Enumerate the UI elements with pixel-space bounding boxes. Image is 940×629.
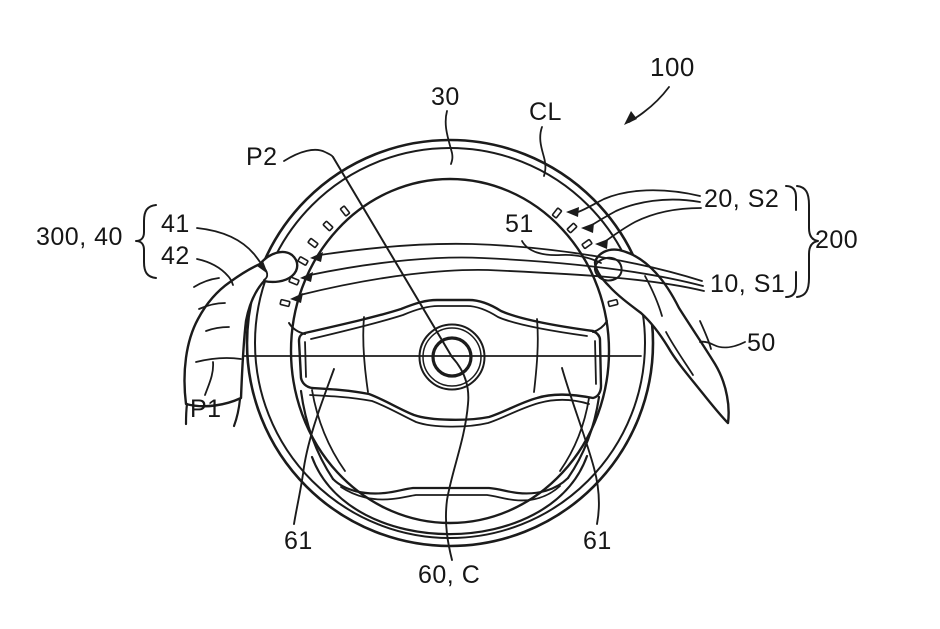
label-41: 41 (161, 210, 190, 238)
reference-lines (200, 156, 642, 561)
brace-200 (796, 185, 819, 298)
braces (135, 185, 819, 298)
label-300-40: 300, 40 (36, 223, 123, 251)
label-leaders (196, 86, 746, 396)
leader-42 (196, 258, 234, 286)
leader-60c (445, 356, 470, 561)
rim-bottom-inner-arc (310, 454, 589, 536)
arrowhead (581, 223, 594, 233)
sensor-electrodes (279, 205, 619, 308)
leader-p1 (204, 361, 215, 396)
leader-50 (699, 340, 746, 349)
leader-51 (521, 240, 602, 264)
leader-61-left (293, 368, 335, 525)
bracket-10s1 (785, 271, 797, 298)
arrowhead (310, 252, 323, 262)
label-61-right: 61 (583, 527, 612, 555)
s2-leader-lines (521, 189, 702, 264)
pad-seam-right (533, 318, 539, 393)
arrowhead (595, 239, 608, 249)
label-51: 51 (505, 210, 534, 238)
label-50: 50 (747, 329, 776, 357)
label-30: 30 (431, 83, 460, 111)
arrowhead (290, 293, 303, 303)
bracket-20s2 (785, 185, 797, 211)
label-60-c: 60, C (418, 561, 481, 589)
pad-seam-left (362, 316, 369, 393)
lower-spoke (299, 389, 601, 502)
leader-61-right (561, 367, 600, 525)
label-10-s1: 10, S1 (710, 270, 786, 298)
leader-cl (539, 126, 547, 177)
right-hand (593, 248, 730, 425)
label-200: 200 (815, 226, 859, 254)
label-p2: P2 (246, 143, 278, 171)
label-cl: CL (529, 98, 562, 126)
label-100: 100 (650, 52, 695, 82)
arrowhead (300, 272, 313, 282)
brace-left (135, 204, 157, 279)
label-20-s2: 20, S2 (704, 185, 780, 213)
label-42: 42 (161, 242, 190, 270)
p2-axis-line (332, 156, 453, 358)
arrowhead (566, 207, 579, 217)
s1-leader-lines (290, 242, 705, 303)
arrowhead (257, 261, 268, 274)
leader-p2 (283, 148, 334, 162)
label-61-left: 61 (284, 527, 313, 555)
label-p1: P1 (190, 395, 222, 423)
leader-30 (444, 110, 454, 165)
arrowhead (624, 111, 637, 125)
